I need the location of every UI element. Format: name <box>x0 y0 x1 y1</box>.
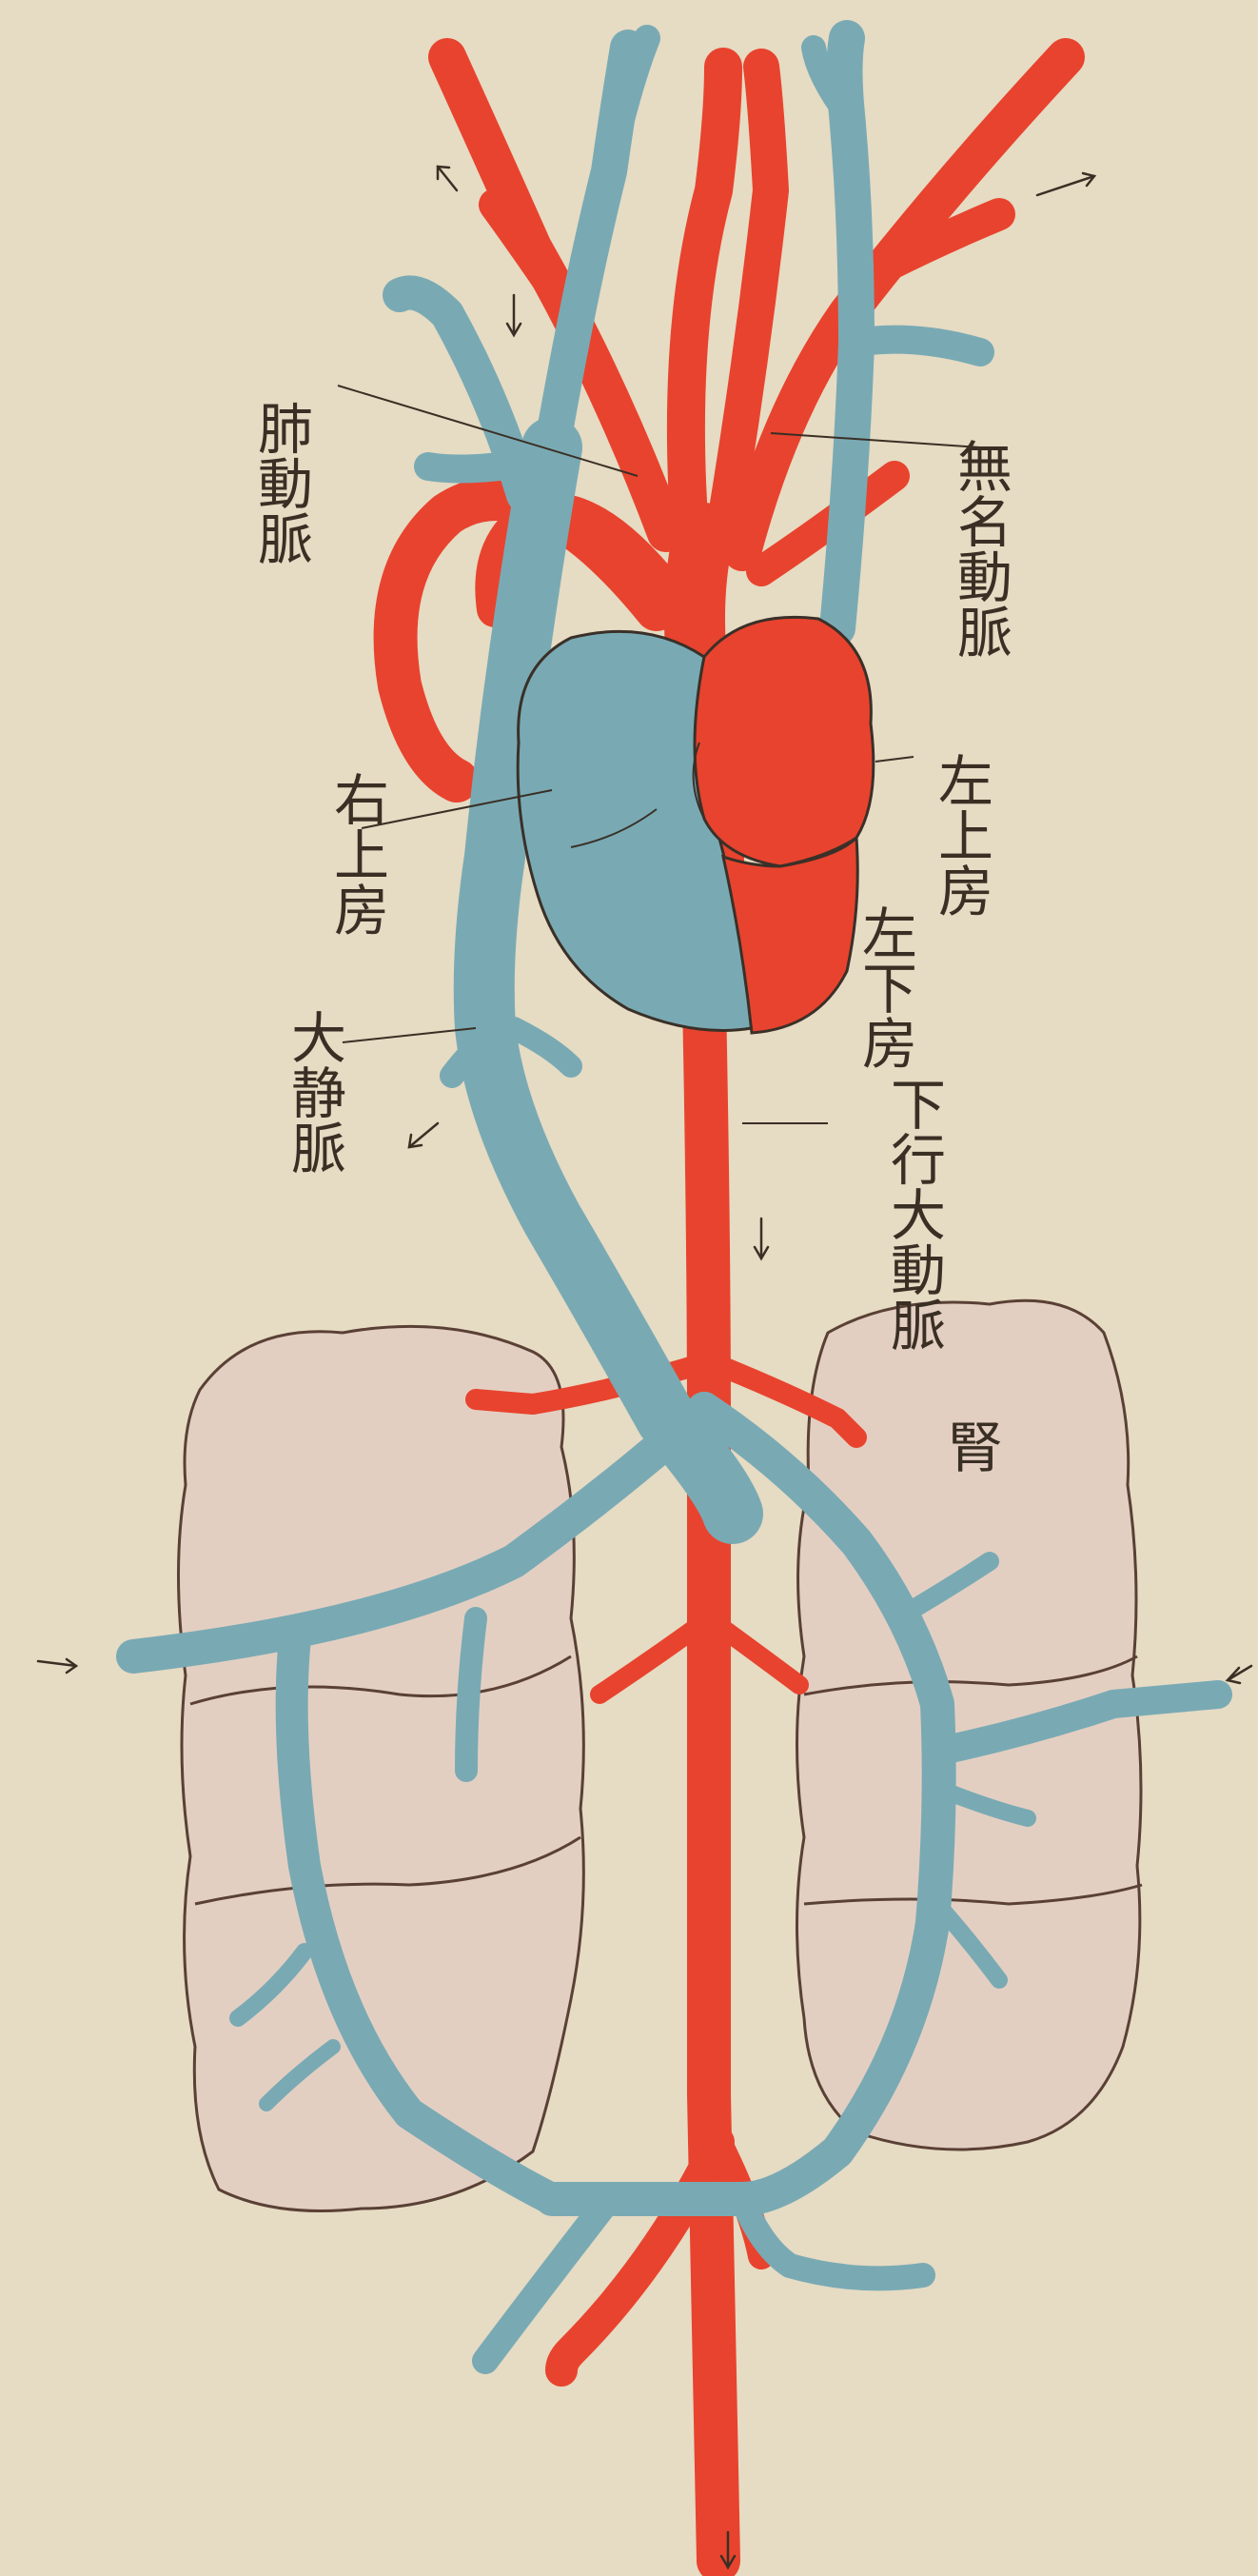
label-innominate-artery: 無名動脈 <box>948 438 1012 659</box>
descending-aorta <box>704 1000 718 2561</box>
label-right-atrium: 右上房 <box>324 771 389 937</box>
label-descending-aorta: 下行大動脈 <box>881 1076 946 1352</box>
label-left-atrium: 左上房 <box>929 752 993 918</box>
vein-upper-left-stub <box>428 466 500 469</box>
label-kidney: 腎 <box>938 1418 1003 1474</box>
label-left-ventricle: 左下房 <box>853 904 917 1070</box>
vein-upper-right-2 <box>856 340 980 352</box>
left-atrium-shape <box>695 617 874 866</box>
left-renal-vein-branch-2 <box>466 1618 476 1771</box>
label-pulmonary-artery: 肺動脈 <box>248 400 313 565</box>
label-vena-cava: 大静脈 <box>282 1009 346 1175</box>
